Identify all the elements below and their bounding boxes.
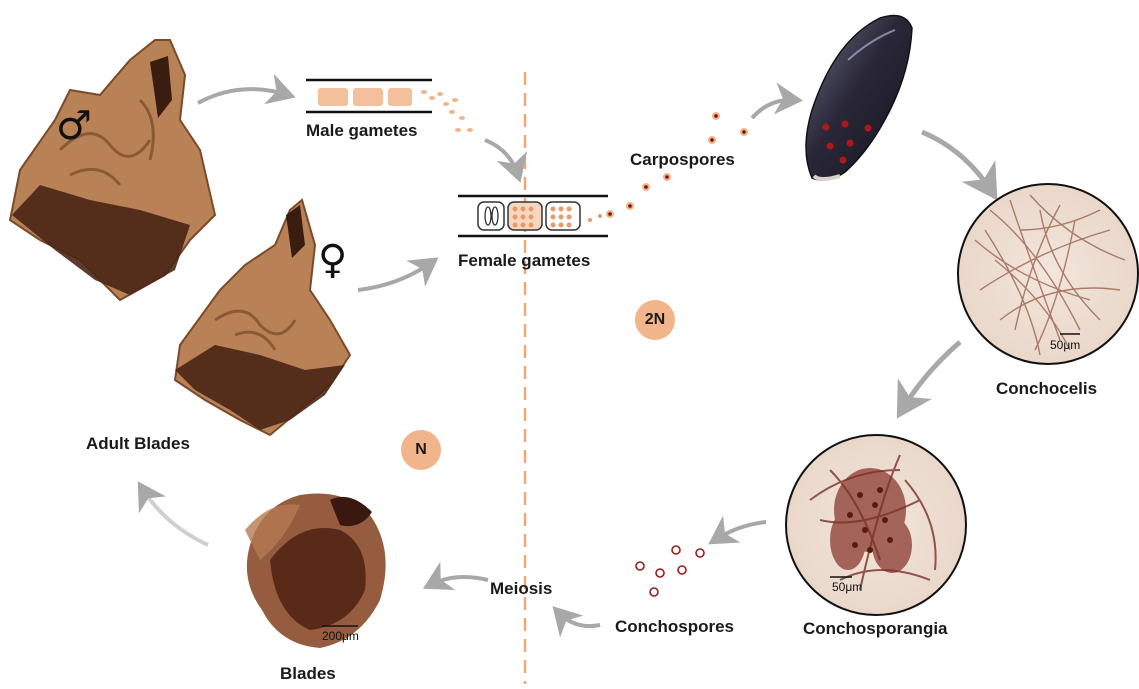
arrow-carpospores-to-shell (752, 100, 795, 118)
arrow-male-to-male-gametes (198, 89, 288, 103)
mussel-shell-image (806, 16, 912, 180)
female-symbol-icon: ♀ (318, 240, 347, 280)
label-conchospores: Conchospores (615, 617, 734, 637)
label-conchosporangia: Conchosporangia (803, 619, 948, 639)
arrow-conchocelis-to-conchosporangia (902, 342, 960, 410)
scale-bar-conchocelis: 50μm (1050, 338, 1080, 352)
arrow-blades-to-adult-blades (142, 488, 208, 545)
arrow-conchosporangia-to-conchospores (715, 522, 766, 540)
male-symbol-icon: ♂ (56, 106, 92, 146)
female-gamete-structure (458, 196, 608, 236)
male-adult-blade-image (10, 40, 215, 300)
arrow-conchospores-to-meiosis (558, 612, 600, 626)
conchosporangia-micrograph (786, 435, 966, 615)
label-carpospores: Carpospores (630, 150, 735, 170)
arrow-male-gametes-to-female-gametes (485, 140, 518, 175)
arrow-female-to-female-gametes (358, 262, 432, 290)
label-adult-blades: Adult Blades (86, 434, 190, 454)
label-blades: Blades (280, 664, 336, 684)
female-adult-blade-image (175, 200, 350, 435)
label-male-gametes: Male gametes (306, 121, 418, 141)
scale-bar-blades: 200μm (322, 629, 359, 643)
scale-bar-conchosporangia: 50μm (832, 580, 862, 594)
blades-micrograph (228, 494, 386, 648)
label-female-gametes: Female gametes (458, 251, 590, 271)
arrow-meiosis-to-blades (430, 577, 488, 585)
arrow-shell-to-conchocelis (922, 132, 992, 192)
conchocelis-micrograph (958, 184, 1138, 364)
ploidy-badge-haploid: N (401, 430, 441, 470)
label-meiosis: Meiosis (490, 579, 552, 599)
label-conchocelis: Conchocelis (996, 379, 1097, 399)
ploidy-badge-diploid: 2N (635, 300, 675, 340)
conchospore-dots (636, 546, 704, 596)
